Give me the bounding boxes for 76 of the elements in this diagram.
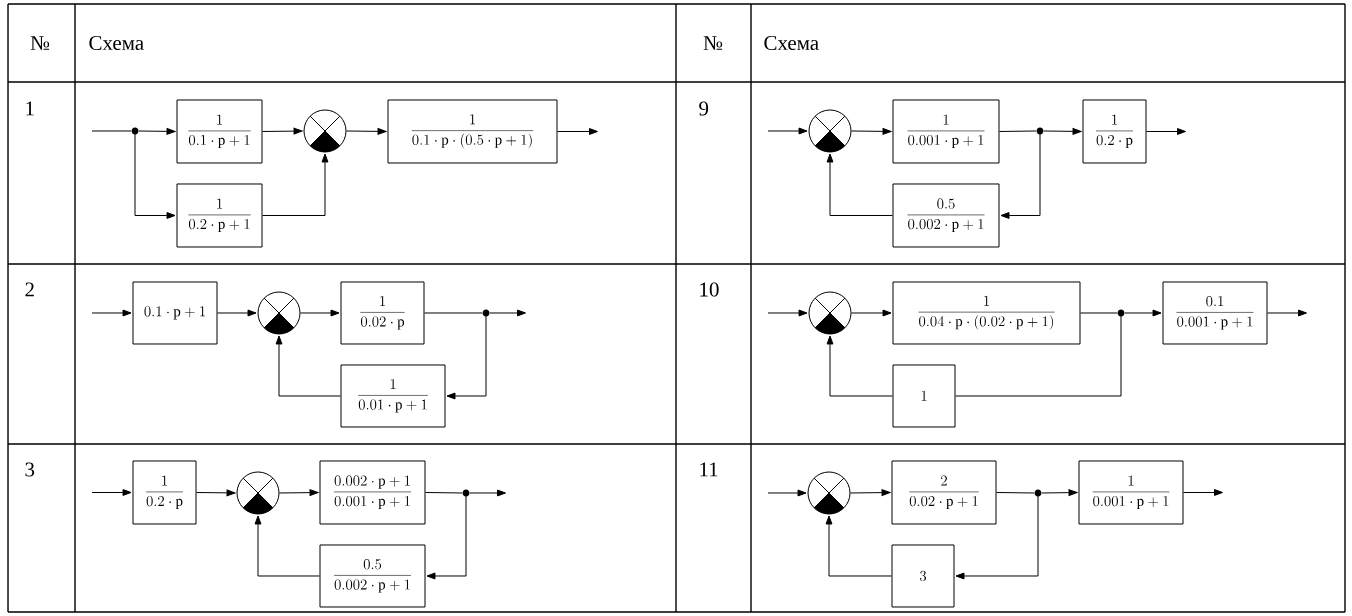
row-number: 9 (699, 101, 709, 116)
signal-line (424, 312, 483, 314)
transfer-function-box: $\frac{1}{0.001\cdot \mathrm{p}+1}$ (892, 99, 1000, 164)
signal-line (767, 489, 807, 497)
branch-point (1034, 489, 1042, 497)
signal-line (767, 127, 808, 135)
signal-line (489, 309, 526, 317)
transfer-function-box: $\frac{0.002\cdot \mathrm{p}+1}{0.001\cdot \mathrm{p}+1}$ (319, 460, 426, 525)
signal-line (346, 127, 387, 135)
transfer-function-box: $\frac{0.5}{0.002\cdot \mathrm{p}+1}$ (892, 183, 1000, 248)
signal-line (138, 127, 176, 135)
signal-line (851, 127, 892, 135)
signal-line (999, 130, 1037, 132)
signal-line (91, 130, 132, 132)
signal-line (1124, 309, 1162, 317)
summing-junction (808, 291, 852, 335)
signal-line (826, 153, 893, 216)
branch-point (1117, 309, 1125, 317)
row-number: 3 (25, 462, 35, 477)
signal-line (1267, 309, 1307, 317)
transfer-function-box: $\frac{1}{0.04\cdot \mathrm{p}\cdot \left(0.02\cdot \mathrm{p}+1\right)}$ (892, 281, 1081, 345)
summing-junction (257, 291, 301, 335)
transfer-function-box: $\frac{0.5}{0.002\cdot \mathrm{p}+1}$ (319, 544, 426, 608)
summing-junction (807, 471, 851, 515)
signal-line (425, 492, 463, 494)
transfer-function-box: $\frac{1}{0.1\cdot \mathrm{p}+1}$ (176, 99, 263, 164)
column-header: № (703, 36, 723, 50)
row-number: 2 (25, 282, 34, 297)
signal-line (557, 128, 598, 135)
signal-line (91, 309, 132, 317)
transfer-function-box: $\frac{0.1}{0.001\cdot \mathrm{p}+1}$ (1162, 281, 1268, 345)
signal-line (279, 489, 319, 497)
row-number: 1 (26, 101, 34, 116)
branch-point (131, 127, 139, 135)
signal-line (262, 153, 329, 216)
transfer-function-box: $0.1\cdot \mathrm{p}+1$ (132, 281, 218, 345)
column-header: № (30, 36, 50, 50)
summing-junction (808, 109, 852, 153)
signal-line (825, 515, 892, 577)
summing-junction (303, 109, 347, 153)
branch-point (462, 489, 470, 497)
transfer-function-box: $\frac{2}{0.02\cdot \mathrm{p}+1}$ (891, 460, 997, 525)
signal-line (262, 127, 303, 135)
signal-line (1080, 312, 1118, 314)
row-number: 11 (700, 462, 718, 477)
signal-line (1043, 127, 1082, 135)
signal-line (826, 335, 893, 397)
signal-line (91, 489, 132, 496)
column-header: Схема (89, 35, 144, 50)
signal-line (1183, 489, 1223, 496)
signal-line (767, 309, 808, 317)
signal-line (1146, 128, 1186, 135)
signal-line (275, 335, 341, 397)
signal-line (850, 489, 891, 497)
transfer-function-box: $\frac{1}{0.001\cdot \mathrm{p}+1}$ (1078, 460, 1184, 525)
branch-point (1036, 127, 1044, 135)
transfer-function-box: $\frac{1}{0.2\cdot \mathrm{p}+1}$ (176, 183, 263, 248)
signal-line (851, 309, 892, 317)
signal-line (254, 515, 320, 577)
column-header: Схема (764, 35, 819, 50)
summing-junction (236, 471, 280, 515)
signal-line (1041, 489, 1078, 497)
branch-point (482, 309, 490, 317)
transfer-function-box: $3$ (891, 544, 955, 608)
transfer-function-box: $\frac{1}{0.02\cdot \mathrm{p}}$ (340, 281, 425, 345)
signal-line (300, 309, 340, 317)
transfer-function-box: $\frac{1}{0.2\cdot \mathrm{p}}$ (132, 460, 197, 525)
signal-line (996, 492, 1035, 494)
transfer-function-box: $1$ (892, 364, 956, 428)
transfer-function-box: $\frac{1}{0.1\cdot \mathrm{p}\cdot \left(0.5\cdot \mathrm{p}+1\right)}$ (387, 99, 558, 164)
transfer-function-box: $\frac{1}{0.01\cdot \mathrm{p}+1}$ (340, 364, 446, 428)
signal-line (196, 489, 236, 497)
transfer-function-box: $\frac{1}{0.2\cdot \mathrm{p}}$ (1082, 99, 1147, 164)
signal-line (217, 309, 257, 317)
signal-line (469, 489, 506, 497)
row-number: 10 (700, 282, 719, 297)
